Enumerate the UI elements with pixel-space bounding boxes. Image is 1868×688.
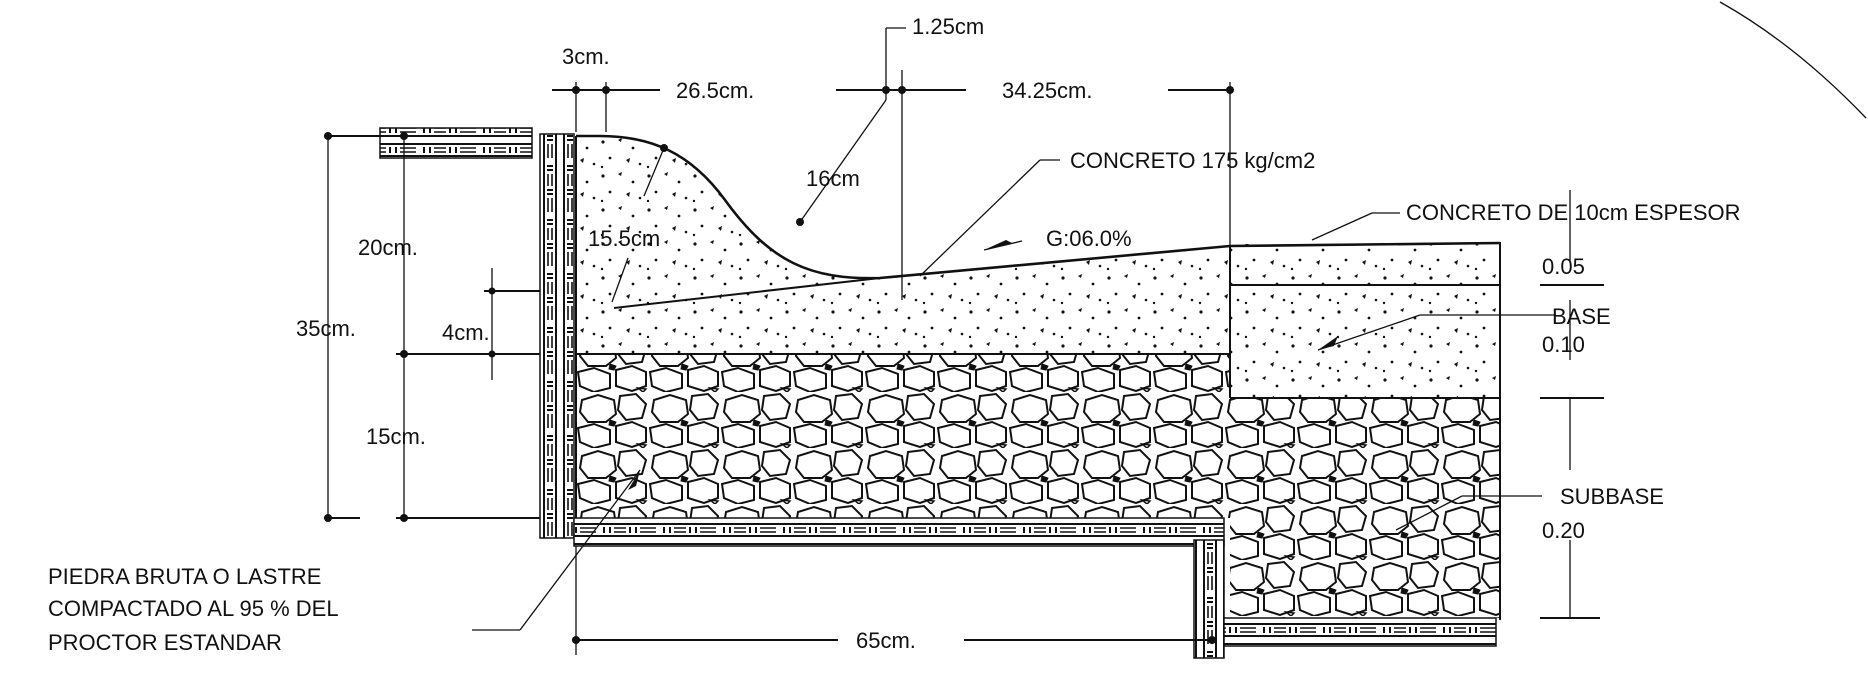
top-dimension-line xyxy=(552,27,1234,300)
label-subbase: SUBBASE xyxy=(1560,484,1664,509)
dim-0-05: 0.05 xyxy=(1542,254,1585,279)
label-concreto-175: CONCRETO 175 kg/cm2 xyxy=(1070,148,1315,173)
concrete-slab-fill xyxy=(1230,244,1500,284)
brick-vertical-left xyxy=(539,133,575,539)
concrete-curb-body xyxy=(576,136,1230,354)
bottom-dimension-line xyxy=(572,546,1216,655)
label-base: BASE xyxy=(1552,304,1611,329)
stone-fill-curb xyxy=(576,354,1230,518)
label-concreto-10cm: CONCRETO DE 10cm ESPESOR xyxy=(1406,200,1741,225)
dim-20cm: 20cm. xyxy=(358,235,418,260)
label-grade: G:06.0% xyxy=(1046,226,1132,251)
right-dimension-lines xyxy=(1540,190,1604,619)
dim-4cm: 4cm. xyxy=(442,320,490,345)
slab-top-line xyxy=(1229,241,1501,398)
dim-16cm-radius: 16cm xyxy=(806,166,860,191)
label-piedra-line3: PROCTOR ESTANDAR xyxy=(48,630,282,655)
dim-34-25cm: 34.25cm. xyxy=(1002,78,1093,103)
label-piedra-line2: COMPACTADO AL 95 % DEL xyxy=(48,596,339,621)
dim-26-5cm: 26.5cm. xyxy=(676,78,754,103)
sheet-edge-curve xyxy=(1719,1,1867,119)
base-layer-fill xyxy=(1230,285,1500,398)
dim-0-20: 0.20 xyxy=(1542,518,1585,543)
dim-3cm: 3cm. xyxy=(562,44,610,69)
dim-35cm: 35cm. xyxy=(296,316,356,341)
dim-1-25cm: 1.25cm xyxy=(912,14,984,39)
brick-bottom-right xyxy=(1223,617,1497,647)
dim-65cm: 65cm. xyxy=(856,628,916,653)
gutter-inner-line xyxy=(613,277,881,309)
brick-bottom-curb xyxy=(573,517,1225,547)
label-piedra-line1: PIEDRA BRUTA O LASTRE xyxy=(48,564,321,589)
left-dimension-lines xyxy=(324,132,540,522)
dim-15-5cm-radius: 15.5cm xyxy=(588,226,660,251)
curb-profile-line xyxy=(576,134,1501,280)
leader-lines xyxy=(472,99,1556,631)
stone-fill-subbase xyxy=(1230,398,1500,618)
dim-15cm: 15cm. xyxy=(366,424,426,449)
dim-0-10: 0.10 xyxy=(1542,332,1585,357)
